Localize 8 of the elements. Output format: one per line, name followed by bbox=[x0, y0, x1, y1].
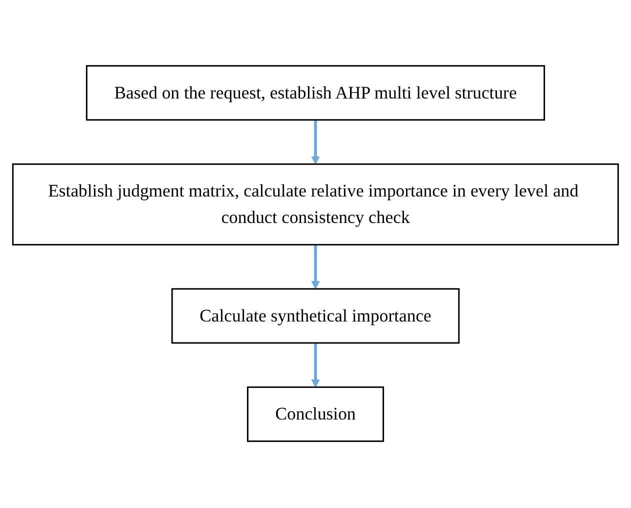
arrow bbox=[311, 245, 320, 290]
arrow bbox=[311, 120, 320, 165]
arrow bbox=[311, 343, 320, 388]
node-box bbox=[86, 66, 546, 122]
node-box bbox=[12, 164, 619, 246]
flowchart-drawing: Based on the request, establish AHP multi level structure Establish judgment matrix, calculate relative importance in every level and conduct consistency check Calculate synthetical importance Conclusion bbox=[5, 58, 626, 450]
node-box bbox=[171, 288, 460, 344]
node-box bbox=[246, 386, 384, 442]
